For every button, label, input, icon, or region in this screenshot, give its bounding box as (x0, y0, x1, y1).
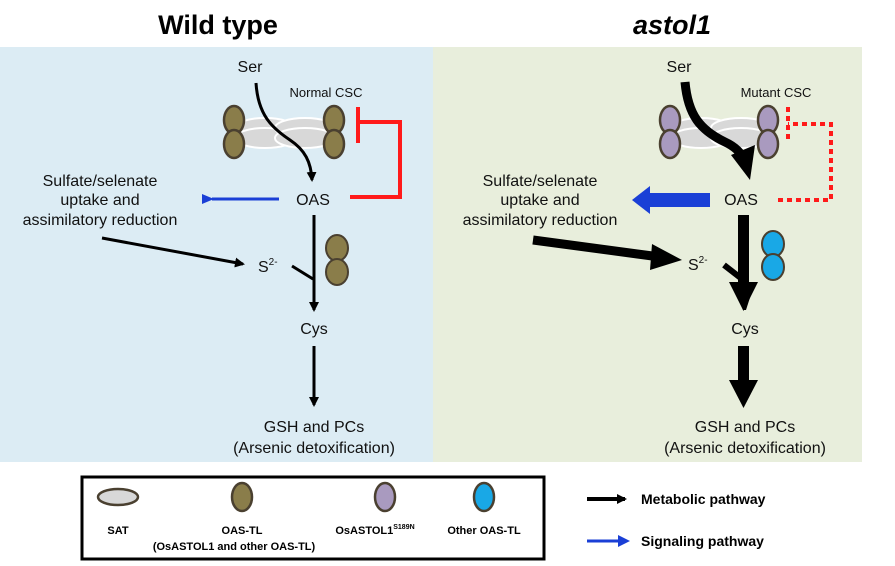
sulfate-label-2: uptake and (500, 192, 579, 209)
cys-label: Cys (731, 321, 759, 338)
ser-to-oas-arrowhead (731, 145, 755, 180)
sulfide-join-line (722, 262, 744, 282)
wild-type-pathway: Ser Normal CSC OAS Sulfate/selenate upta… (23, 59, 402, 457)
sulfate-to-sulfide-arrow (532, 235, 661, 262)
sulfate-label-1: Sulfate/selenate (483, 173, 598, 190)
legend-oastl-icon (230, 481, 254, 513)
legend-oastl-sublabel: (OsASTOL1 and other OAS-TL) (153, 541, 316, 553)
ser-label: Ser (667, 59, 693, 76)
sulfate-label-3: assimilatory reduction (23, 212, 178, 229)
signaling-arrow-shaft (648, 193, 710, 207)
wild-type-panel (0, 47, 433, 462)
sulfide-join-line (291, 264, 314, 281)
signaling-arrow-icon-head (618, 535, 630, 547)
legend-oastl-label: OAS-TL (222, 525, 263, 537)
sulfate-to-sulfide-arrow (101, 236, 245, 268)
mutant-title: astol1 (633, 10, 711, 40)
cys-arrowhead (729, 282, 758, 311)
arrow-legend: Metabolic pathway Signaling pathway (587, 491, 766, 549)
legend-mutant-icon (373, 481, 397, 513)
signaling-arrow-head (632, 186, 650, 214)
oas-label: OAS (296, 192, 330, 209)
sulfate-label-2: uptake and (60, 192, 139, 209)
sulfide-label: S2- (258, 257, 278, 276)
legend-sat-icon (96, 487, 140, 507)
other-oastl-dimer (761, 230, 785, 281)
legend-mutant-label: OsASTOL1S189N (335, 524, 414, 537)
legend-box: SAT OAS-TL (OsASTOL1 and other OAS-TL) O… (80, 475, 546, 561)
metabolic-label: Metabolic pathway (641, 491, 766, 507)
wild-type-title: Wild type (158, 10, 278, 40)
gsh-label: GSH and PCs (264, 419, 364, 436)
ser-to-oas-arrow (254, 82, 317, 182)
csc-label: Mutant CSC (741, 85, 812, 100)
sulfate-arrowhead (650, 244, 682, 270)
mutant-oastl-ellipse (756, 128, 780, 160)
sulfide-label: S2- (688, 255, 708, 274)
oas-label: OAS (724, 192, 758, 209)
weakened-feedback-line (778, 122, 833, 202)
oastl-dimer (325, 234, 349, 286)
gsh-label: GSH and PCs (695, 419, 795, 436)
sulfate-label-3: assimilatory reduction (463, 212, 618, 229)
oastl-ellipse (322, 128, 346, 160)
mutant-oastl-ellipse (658, 128, 682, 160)
mutant-pathway: Ser Mutant CSC OAS Sulfate/selenate upta… (463, 59, 833, 457)
ser-label: Ser (238, 59, 264, 76)
legend-sat-label: SAT (107, 525, 128, 537)
oastl-ellipse (222, 128, 246, 160)
legend-other-oastl-icon (472, 481, 496, 513)
detox-label: (Arsenic detoxification) (664, 440, 826, 457)
feedback-inhibition-line (350, 120, 402, 199)
legend-other-oastl-label: Other OAS-TL (447, 525, 521, 537)
csc-label: Normal CSC (290, 85, 363, 100)
detox-label: (Arsenic detoxification) (233, 440, 395, 457)
cys-label: Cys (300, 321, 328, 338)
sulfate-label-1: Sulfate/selenate (43, 173, 158, 190)
signaling-label: Signaling pathway (641, 533, 764, 549)
cys-to-gsh-shaft (738, 346, 749, 381)
oas-to-cys-shaft (738, 215, 749, 285)
cys-to-gsh-arrowhead (729, 380, 758, 408)
